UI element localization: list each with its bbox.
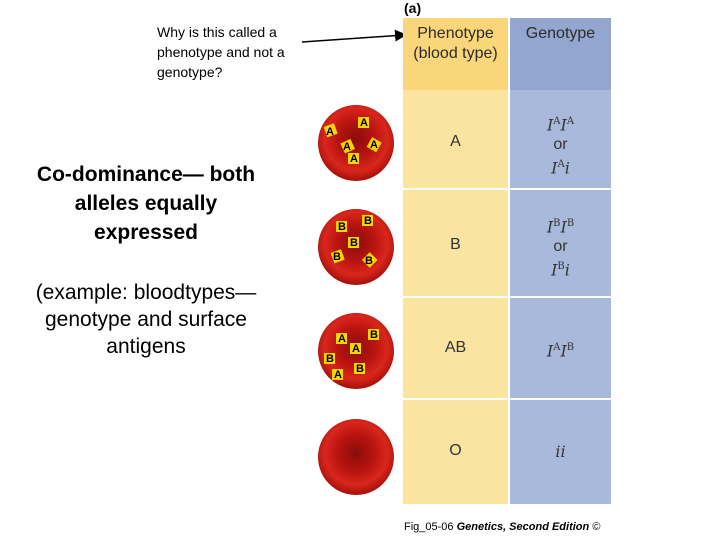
antigen-a: A bbox=[334, 369, 342, 381]
antigen-b: B bbox=[338, 221, 346, 233]
genotype-cell-ab: IAIB bbox=[546, 341, 575, 361]
question-text: Why is this called a phenotype and not a… bbox=[157, 24, 285, 80]
phenotype-cell-o: O bbox=[449, 442, 462, 459]
phenotype-cell-a: A bbox=[450, 133, 461, 150]
caption-copyright: © bbox=[592, 521, 601, 533]
antigen-b: B bbox=[364, 215, 372, 227]
antigen-b: B bbox=[370, 329, 378, 341]
codominance-heading: Co-dominance— both alleles equally expre… bbox=[36, 163, 256, 244]
cell-type-o bbox=[318, 419, 394, 495]
antigen-b: B bbox=[333, 251, 341, 263]
row-divider bbox=[403, 398, 611, 400]
antigen-b: B bbox=[365, 255, 373, 267]
genotype-cell-o: ii bbox=[555, 442, 566, 461]
example-text: (example: bloodtypes— genotype and surfa… bbox=[35, 281, 257, 358]
phenotype-header-cell bbox=[403, 18, 508, 90]
phenotype-cell-b: B bbox=[450, 236, 461, 253]
row-divider bbox=[403, 188, 611, 190]
antigen-a: A bbox=[350, 153, 358, 165]
panel-label: (a) bbox=[404, 0, 422, 16]
phenotype-cell-ab: AB bbox=[444, 339, 467, 356]
antigen-a: A bbox=[360, 117, 368, 129]
phenotype-column bbox=[403, 18, 508, 504]
antigen-b: B bbox=[356, 363, 364, 375]
cell-type-a: A A A A A bbox=[318, 105, 394, 181]
caption-fig: Fig_05-06 bbox=[404, 521, 454, 533]
antigen-a: A bbox=[338, 333, 346, 345]
row-divider bbox=[403, 296, 611, 298]
pointer-arrow bbox=[301, 29, 407, 43]
genotype-column bbox=[510, 18, 611, 504]
antigen-a: A bbox=[326, 126, 334, 138]
antigen-a: A bbox=[352, 343, 360, 355]
cell-type-b: B B B B B bbox=[318, 209, 394, 285]
antigen-b: B bbox=[350, 237, 358, 249]
cell-type-ab: A B A B B A bbox=[318, 313, 394, 389]
phenotype-header: Phenotype (blood type) bbox=[413, 25, 498, 62]
genotype-header-cell bbox=[510, 18, 611, 90]
antigen-b: B bbox=[326, 353, 334, 365]
antigen-a: A bbox=[343, 141, 351, 153]
red-blood-cells: A A A A A B B B B B A B A B B A bbox=[318, 105, 394, 495]
antigen-a: A bbox=[370, 139, 378, 151]
genotype-header: Genotype bbox=[525, 25, 596, 42]
caption-book: Genetics, Second Edition bbox=[456, 521, 590, 533]
figure-caption: Fig_05-06 Genetics, Second Edition © bbox=[404, 521, 600, 533]
